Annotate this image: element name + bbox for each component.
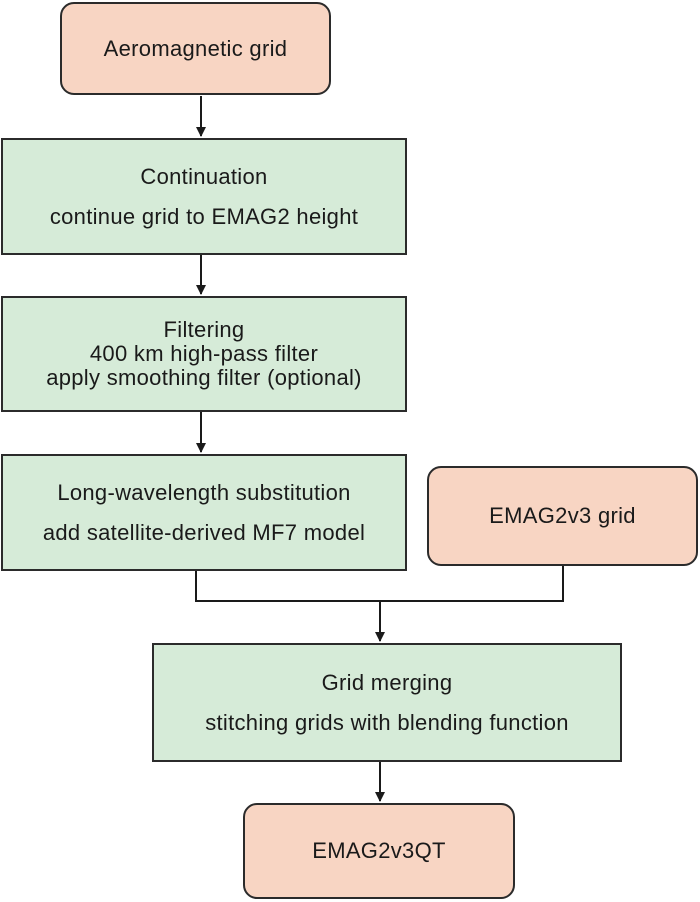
emag2v3-grid-node: EMAG2v3 grid <box>427 466 698 566</box>
filtering-line-2: apply smoothing filter (optional) <box>46 365 362 391</box>
continuation-node: Continuation continue grid to EMAG2 heig… <box>1 138 407 255</box>
substitution-detail: add satellite-derived MF7 model <box>42 519 366 545</box>
grid-merging-title: Grid merging <box>321 669 453 695</box>
grid-merging-detail: stitching grids with blending function <box>205 709 569 735</box>
long-wavelength-substitution-node: Long-wavelength substitution add satelli… <box>1 454 407 571</box>
connector-merge-bracket <box>195 566 564 602</box>
filtering-node: Filtering 400 km high-pass filter apply … <box>1 296 407 412</box>
grid-merging-node: Grid merging stitching grids with blendi… <box>152 643 622 762</box>
substitution-title: Long-wavelength substitution <box>57 479 351 505</box>
filtering-title: Filtering <box>163 316 245 342</box>
aeromagnetic-grid-node: Aeromagnetic grid <box>60 2 331 95</box>
emag2v3qt-output-node: EMAG2v3QT <box>243 803 515 899</box>
continuation-detail: continue grid to EMAG2 height <box>49 203 359 229</box>
continuation-title: Continuation <box>140 163 268 189</box>
emag2v3qt-label: EMAG2v3QT <box>312 838 446 863</box>
emag2v3-grid-label: EMAG2v3 grid <box>489 503 636 528</box>
aeromagnetic-grid-label: Aeromagnetic grid <box>103 35 288 61</box>
filtering-line-1: 400 km high-pass filter <box>89 340 319 366</box>
